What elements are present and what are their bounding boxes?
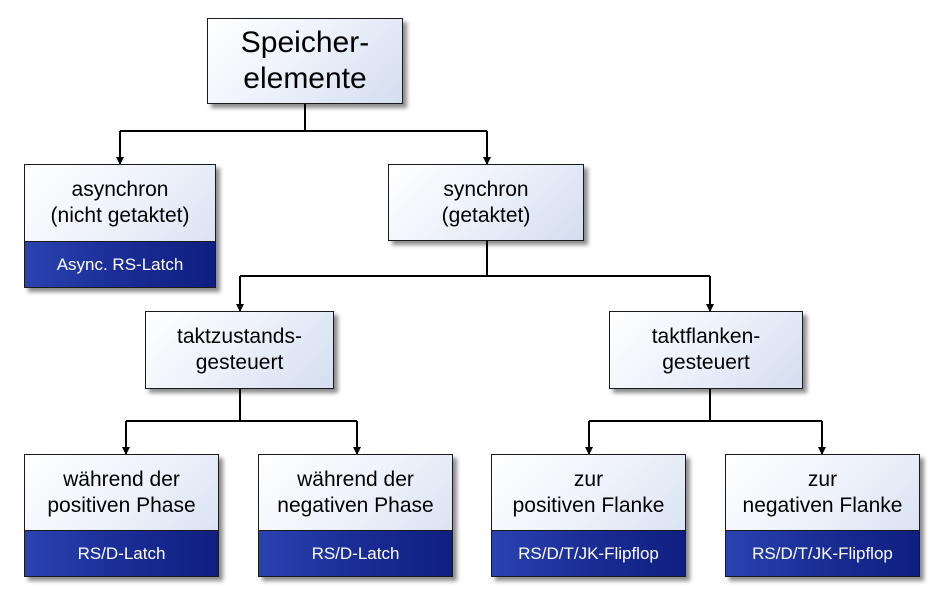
title-line-1: synchron <box>443 177 529 201</box>
title-line-2: positiven Phase <box>47 493 196 517</box>
title-line-1: zur <box>573 467 604 491</box>
node-title: zur positiven Flanke <box>492 455 685 530</box>
implementation-label: RS/D/T/JK-Flipflop <box>726 530 919 576</box>
title-line-2: negativen Phase <box>277 493 434 517</box>
implementation-label: Async. RS-Latch <box>25 241 215 287</box>
node-title: taktzustands- gesteuert <box>146 312 333 388</box>
node-speicherelemente: Speicher- elemente <box>207 18 403 104</box>
connector-root <box>120 104 487 132</box>
implementation-label: RS/D-Latch <box>25 530 218 576</box>
title-line-1: Speicher- <box>240 26 370 59</box>
node-title: synchron (getaktet) <box>389 165 583 240</box>
node-synchron: synchron (getaktet) <box>388 164 584 241</box>
node-positive-phase: während der positiven Phase RS/D-Latch <box>24 454 219 577</box>
title-line-1: während der <box>63 467 180 491</box>
node-title: taktflanken- gesteuert <box>610 312 802 388</box>
node-title: zur negativen Flanke <box>726 455 919 530</box>
implementation-label: RS/D-Latch <box>259 530 452 576</box>
implementation-label: RS/D/T/JK-Flipflop <box>492 530 685 576</box>
node-title: während der positiven Phase <box>25 455 218 530</box>
title-line-2: negativen Flanke <box>742 493 903 517</box>
title-line-2: gesteuert <box>195 351 284 374</box>
node-negative-edge: zur negativen Flanke RS/D/T/JK-Flipflop <box>725 454 920 577</box>
title-line-2: positiven Flanke <box>512 493 665 517</box>
node-asynchron: asynchron (nicht getaktet) Async. RS-Lat… <box>24 164 216 288</box>
node-taktzustandsgesteuert: taktzustands- gesteuert <box>145 311 334 389</box>
node-negative-phase: während der negativen Phase RS/D-Latch <box>258 454 453 577</box>
node-taktflankengesteuert: taktflanken- gesteuert <box>609 311 803 389</box>
title-line-2: (nicht getaktet) <box>50 204 190 227</box>
title-line-2: (getaktet) <box>441 203 531 227</box>
title-line-2: gesteuert <box>662 351 750 374</box>
title-line-2: elemente <box>243 62 367 95</box>
node-title: während der negativen Phase <box>259 455 452 530</box>
title-line-1: zur <box>807 467 838 491</box>
node-title: asynchron (nicht getaktet) <box>25 165 215 241</box>
connector-sync <box>240 241 710 277</box>
node-title: Speicher- elemente <box>208 19 402 103</box>
node-positive-edge: zur positiven Flanke RS/D/T/JK-Flipflop <box>491 454 686 577</box>
title-line-1: asynchron <box>71 178 169 202</box>
title-line-1: taktflanken- <box>651 325 761 349</box>
connector-edge-triggered <box>589 389 822 422</box>
title-line-1: taktzustands- <box>177 325 302 349</box>
connector-level-triggered <box>126 389 357 422</box>
title-line-1: während der <box>297 467 414 491</box>
